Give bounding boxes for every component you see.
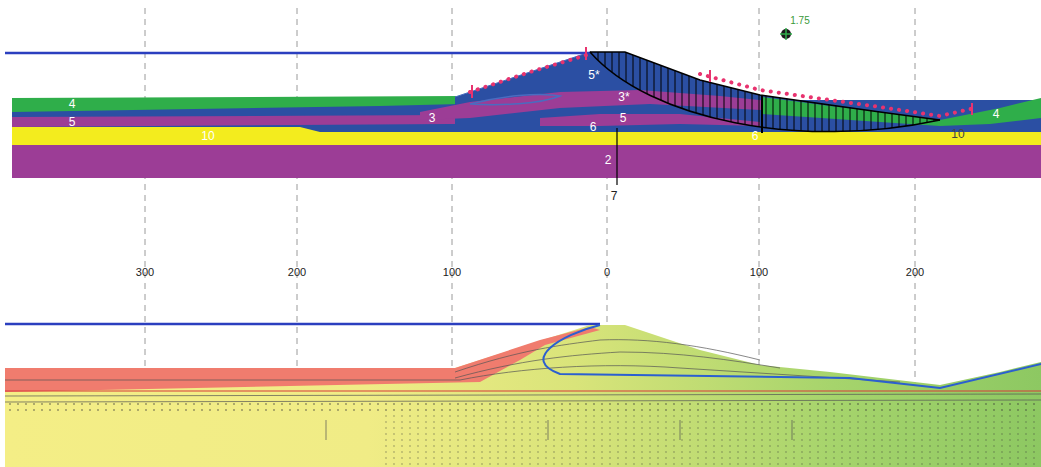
layer-number: 5: [69, 116, 76, 128]
layer-number: 10: [201, 130, 214, 142]
safety-factor: 1.75: [790, 16, 809, 26]
layer-number: 3: [429, 112, 436, 124]
layer-number: 5*: [588, 69, 599, 81]
axis-tick: 100: [443, 267, 461, 278]
axis-tick: 200: [288, 267, 306, 278]
layer-number: 10: [951, 128, 964, 140]
axis-tick: 0: [604, 267, 610, 278]
layer-number: 2: [605, 154, 612, 166]
axis-tick: 200: [906, 267, 924, 278]
layer-number: 4: [69, 98, 76, 110]
layer-number: 6: [752, 130, 759, 142]
callout-number: 7: [611, 190, 618, 202]
layer-number: 5: [620, 112, 627, 124]
axis-tick: 300: [136, 267, 154, 278]
axis-tick: 100: [750, 267, 768, 278]
layer-number: 6: [590, 121, 597, 133]
layer-number: 4: [993, 108, 1000, 120]
layer-number: 3*: [618, 91, 629, 103]
